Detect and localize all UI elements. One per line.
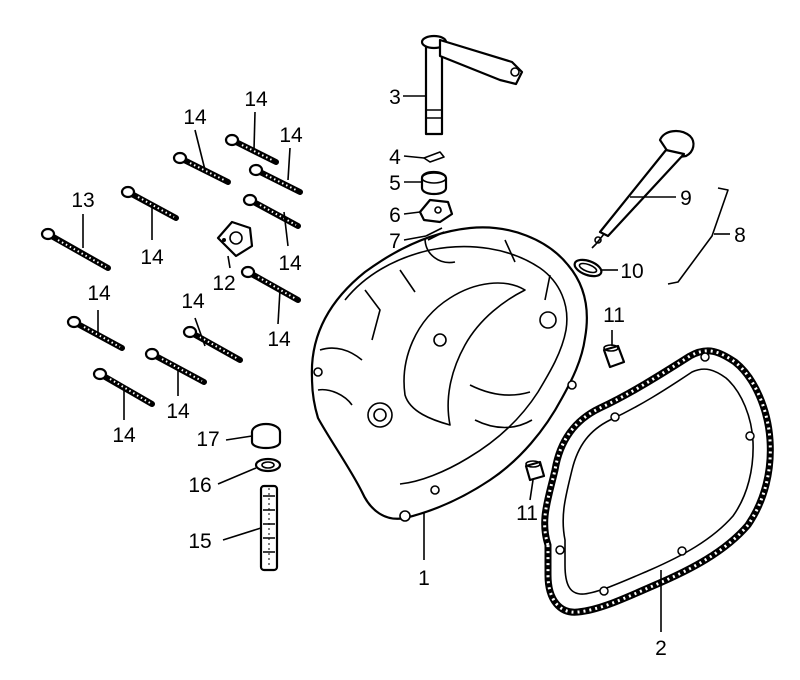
callout-11-upper: 11 [603, 304, 625, 327]
callout-6: 6 [389, 204, 401, 227]
bolt-14-c [248, 163, 303, 195]
callout-3: 3 [389, 86, 401, 109]
o-ring [573, 258, 603, 278]
callout-14-h: 14 [181, 290, 205, 313]
small-pin [425, 227, 445, 241]
callout-14-a: 14 [183, 106, 207, 129]
callout-14-f: 14 [267, 328, 291, 351]
bolt-14-b [224, 133, 279, 165]
callout-12: 12 [212, 272, 235, 295]
callout-14-g: 14 [87, 282, 111, 305]
callout-14-b: 14 [244, 88, 268, 111]
filler-cap [250, 422, 282, 450]
shift-shaft [420, 34, 524, 136]
callout-14-i: 14 [166, 400, 190, 423]
bolt-14-e [242, 193, 301, 229]
bolt-13 [40, 227, 111, 271]
callout-1: 1 [418, 567, 430, 590]
bolt-14-d [120, 185, 179, 221]
assembly-bracket [667, 187, 729, 285]
callout-labels: 1 2 3 4 5 6 7 8 9 10 11 11 12 13 14 14 1… [71, 86, 746, 660]
crankcase-cover-gasket [541, 347, 774, 616]
bolt-14-f [240, 265, 301, 303]
callout-10: 10 [620, 260, 643, 283]
oil-strainer [259, 484, 279, 572]
callout-4: 4 [389, 146, 401, 169]
callout-16: 16 [188, 474, 211, 497]
callout-17: 17 [196, 428, 219, 451]
callout-8: 8 [734, 224, 746, 247]
right-crankcase-cover [310, 226, 588, 522]
callout-7: 7 [389, 230, 401, 253]
oil-level-gauge [591, 130, 695, 249]
bolt-14-j [92, 367, 155, 407]
shift-lever-bracket [418, 198, 454, 224]
shift-collar [420, 170, 448, 196]
cover-plate [216, 220, 254, 258]
dowel-pin-lower [524, 460, 546, 482]
bolt-14-g [66, 315, 125, 351]
bolt-14-i [144, 347, 207, 385]
bolt-14-a [172, 151, 231, 185]
callout-15: 15 [188, 530, 211, 553]
dowel-pin-upper [602, 344, 626, 369]
callout-9: 9 [680, 187, 692, 210]
callout-14-j: 14 [112, 424, 136, 447]
bolt-14-h [182, 325, 243, 363]
callout-14-c: 14 [279, 124, 303, 147]
callout-13: 13 [71, 189, 94, 212]
seal-ring [254, 457, 282, 473]
callout-11-lower: 11 [516, 502, 538, 525]
callout-14-d: 14 [140, 246, 164, 269]
callout-14-e: 14 [278, 252, 302, 275]
callout-5: 5 [389, 172, 401, 195]
leader-lines [82, 95, 730, 632]
retaining-clip [423, 151, 445, 163]
callout-2: 2 [655, 637, 667, 660]
